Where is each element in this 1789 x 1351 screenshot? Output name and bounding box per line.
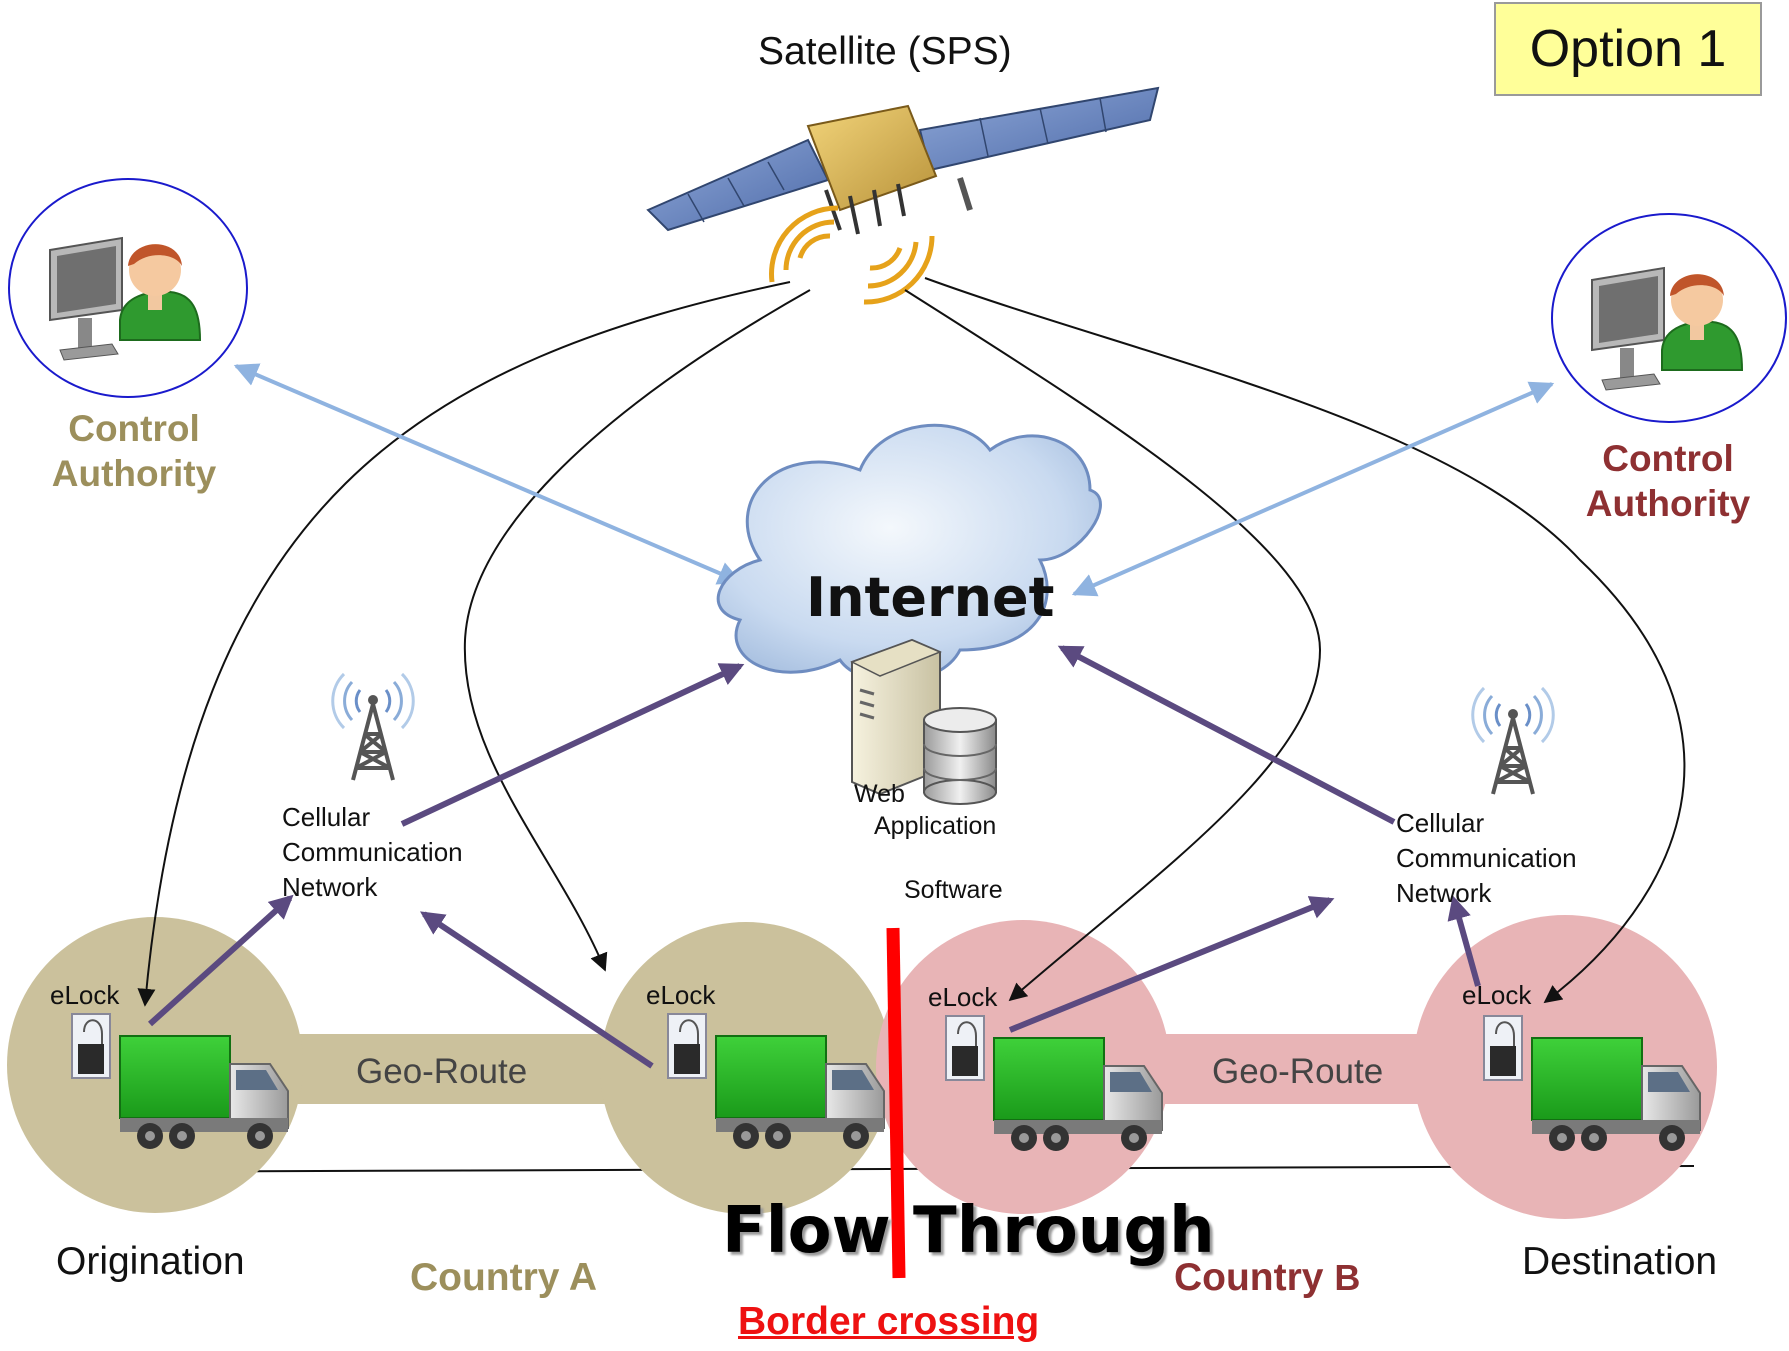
cell-tower-right-icon: [1470, 686, 1556, 796]
country-b-word: Country: [1174, 1256, 1324, 1299]
elock-label-3: eLock: [928, 982, 998, 1012]
cellular-left-line2: Communication: [282, 837, 463, 867]
elock2-to-cell-left: [420, 911, 654, 1069]
elock-label-1: eLock: [50, 980, 120, 1010]
control-authority-left-line2: Authority: [51, 453, 217, 494]
control-authority-right-line1: Control: [1602, 438, 1734, 479]
cellular-left-label: Cellular Communication Network: [282, 800, 463, 905]
cell-link-right-to-internet: [1057, 645, 1396, 825]
cellular-right-label: Cellular Communication Network: [1396, 806, 1577, 911]
control-authority-left-circle: [8, 178, 248, 398]
server-label-line2: Application: [874, 812, 997, 840]
sat-link-origination: [137, 281, 791, 1007]
elock-label-2: eLock: [646, 980, 716, 1010]
elock-label-4: eLock: [1462, 980, 1532, 1010]
geo-route-label-a: Geo-Route: [356, 1052, 528, 1091]
control-authority-left-line1: Control: [68, 408, 200, 449]
control-authority-right-circle: [1551, 213, 1787, 423]
cellular-right-line2: Communication: [1396, 843, 1577, 873]
country-b-label: Country B: [1174, 1256, 1360, 1300]
geo-route-a-band: [268, 1034, 628, 1104]
cell-link-left-to-internet: [400, 663, 745, 827]
elock3-to-cell-right: [1008, 896, 1335, 1033]
cellular-left-line1: Cellular: [282, 802, 371, 832]
cellular-left-line3: Network: [282, 872, 378, 902]
control-authority-right-line2: Authority: [1585, 483, 1751, 524]
elock-device-2: [667, 1013, 707, 1079]
internet-cloud: [716, 423, 1102, 683]
elock1-to-cell-left: [147, 894, 294, 1027]
ground-line: [53, 1165, 1695, 1173]
satellite-label: Satellite (SPS): [758, 30, 1012, 73]
elock-device-3: [945, 1015, 985, 1081]
internet-link-left: [233, 363, 743, 585]
internet-label: Internet: [806, 566, 1055, 629]
option-badge: Option 1: [1494, 2, 1762, 96]
border-crossing-label: Border crossing: [738, 1300, 1040, 1343]
origination-label: Origination: [56, 1240, 245, 1283]
internet-link-right: [1071, 381, 1555, 597]
country-a-label: Country A: [410, 1256, 598, 1299]
database-icon: [923, 707, 997, 805]
geo-route-label-b: Geo-Route: [1212, 1052, 1384, 1091]
elock4-to-cell-right: [1447, 895, 1481, 987]
border-line: [886, 927, 906, 1279]
flow-through-title: Flow Through: [722, 1194, 1215, 1268]
cellular-right-line1: Cellular: [1396, 808, 1485, 838]
control-authority-left-label: Control Authority: [44, 406, 224, 496]
satellite-icon: [646, 86, 1160, 305]
server-label-line3: Software: [904, 876, 1003, 904]
control-authority-right-label: Control Authority: [1578, 436, 1758, 526]
elock-device-1: [71, 1013, 111, 1079]
destination-label: Destination: [1522, 1240, 1718, 1283]
cellular-right-line3: Network: [1396, 878, 1492, 908]
sat-link-destination: [924, 277, 1686, 1004]
server-label-line1: Web: [854, 780, 905, 808]
cell-tower-left-icon: [330, 672, 416, 782]
country-b-letter: B: [1334, 1257, 1361, 1298]
elock-device-4: [1483, 1015, 1523, 1081]
